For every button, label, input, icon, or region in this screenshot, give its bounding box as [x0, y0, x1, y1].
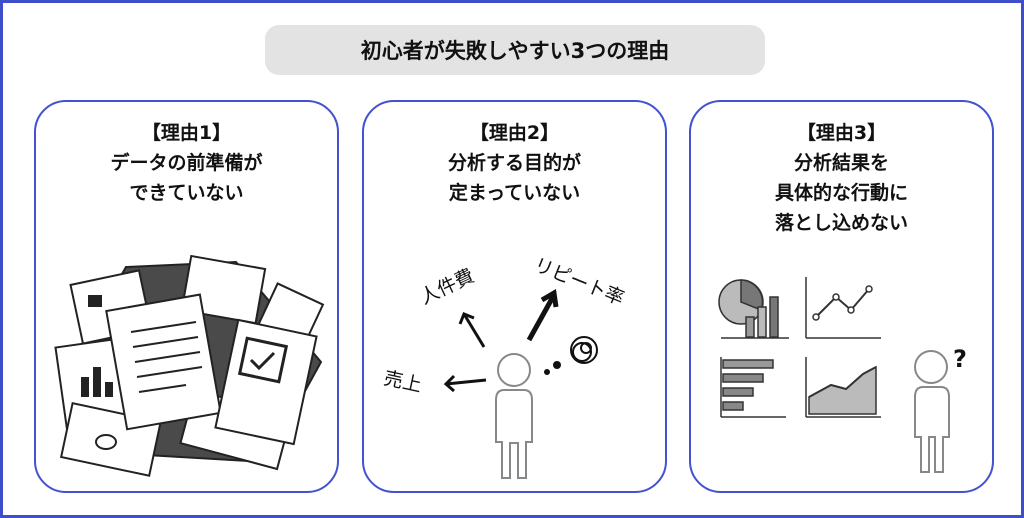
- charts-thinking-person-illustration: ?: [718, 277, 967, 473]
- reason-tag: 【理由3】: [796, 122, 887, 144]
- confused-person-illustration: [443, 288, 598, 479]
- svg-text:?: ?: [953, 345, 967, 373]
- reason-card-3: 【理由3】分析結果を具体的な行動に落とし込めない ?: [689, 100, 994, 493]
- reason-line: できていない: [129, 182, 244, 204]
- messy-documents-illustration: [54, 254, 325, 477]
- reason-line: 定まっていない: [448, 182, 581, 204]
- reason-card-2: 【理由2】分析する目的が定まっていない 人件費 リピート率 売上: [362, 100, 667, 493]
- reason-line: 具体的な行動に: [774, 182, 908, 204]
- reason-line: 分析結果を: [793, 152, 889, 174]
- reason-line: 落とし込めない: [774, 212, 908, 234]
- reason-tag: 【理由1】: [141, 122, 232, 144]
- reason-line: 分析する目的が: [447, 152, 581, 174]
- reason-card-1: 【理由1】データの前準備ができていない: [34, 100, 339, 493]
- reason-line: データの前準備が: [110, 152, 263, 174]
- reason-tag: 【理由2】: [469, 122, 560, 144]
- page-title: 初心者が失敗しやすい3つの理由: [265, 25, 765, 75]
